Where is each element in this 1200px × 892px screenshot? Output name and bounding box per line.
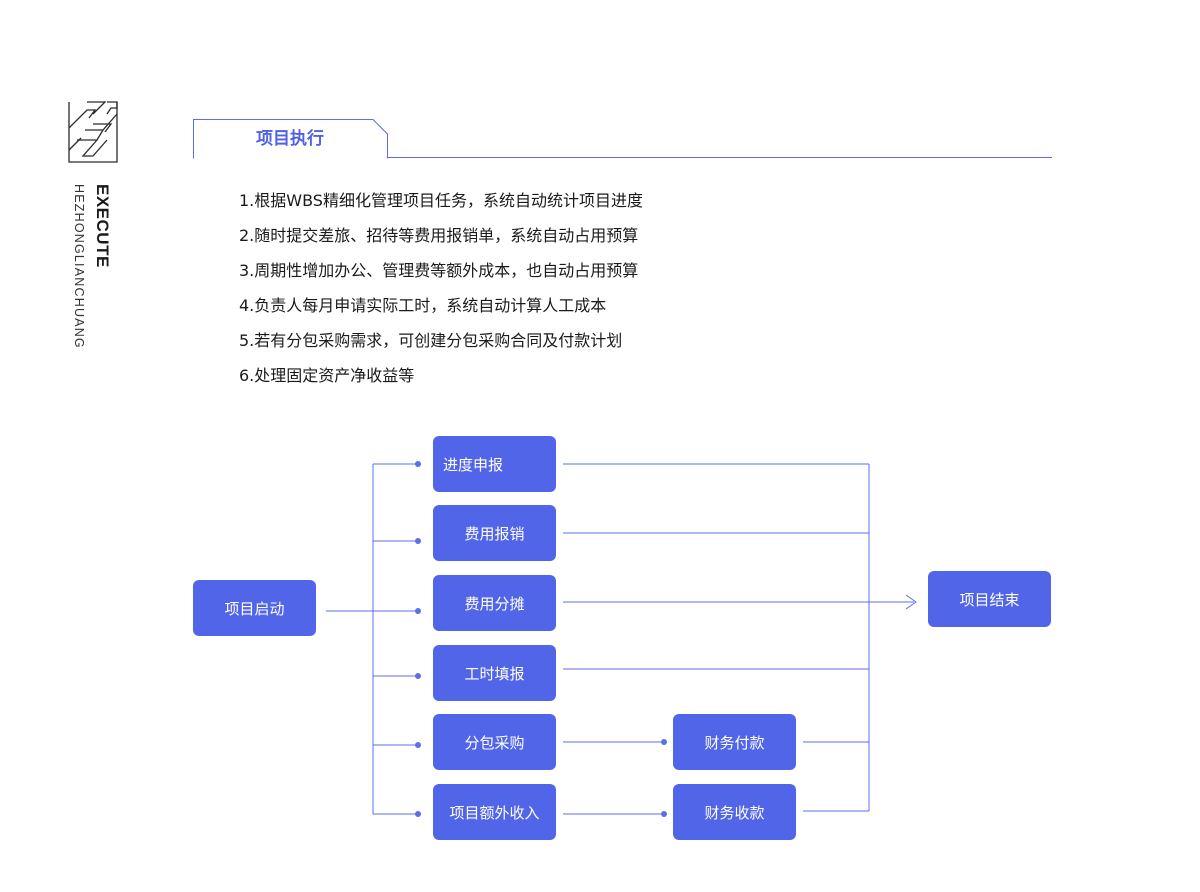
feature-list: 1.根据WBS精细化管理项目任务，系统自动统计项目进度 2.随时提交差旅、招待等… <box>239 185 643 395</box>
section-title: 项目执行 <box>256 129 324 149</box>
node-timesheet: 工时填报 <box>433 645 556 701</box>
list-item: 2.随时提交差旅、招待等费用报销单，系统自动占用预算 <box>239 226 639 245</box>
brand-tagline: HEZHONGLIANCHUANG <box>72 184 86 349</box>
node-expense-allocation: 费用分摊 <box>433 575 556 631</box>
node-subcontract-purchase: 分包采购 <box>433 714 556 770</box>
section-title-tab <box>193 119 388 159</box>
node-extra-income: 项目额外收入 <box>433 784 556 840</box>
node-expense-reimbursement: 费用报销 <box>433 505 556 561</box>
brand-logo-icon <box>68 101 118 163</box>
node-finance-collection: 财务收款 <box>673 784 796 840</box>
node-project-start: 项目启动 <box>193 580 316 636</box>
list-item: 6.处理固定资产净收益等 <box>239 366 415 385</box>
list-item: 1.根据WBS精细化管理项目任务，系统自动统计项目进度 <box>239 191 643 210</box>
list-item: 4.负责人每月申请实际工时，系统自动计算人工成本 <box>239 296 607 315</box>
node-project-end: 项目结束 <box>928 571 1051 627</box>
section-divider <box>387 157 1052 158</box>
node-progress-report: 进度申报 <box>433 436 556 492</box>
node-finance-payment: 财务付款 <box>673 714 796 770</box>
list-item: 5.若有分包采购需求，可创建分包采购合同及付款计划 <box>239 331 623 350</box>
brand-word: EXECUTE <box>93 184 112 268</box>
list-item: 3.周期性增加办公、管理费等额外成本，也自动占用预算 <box>239 261 639 280</box>
